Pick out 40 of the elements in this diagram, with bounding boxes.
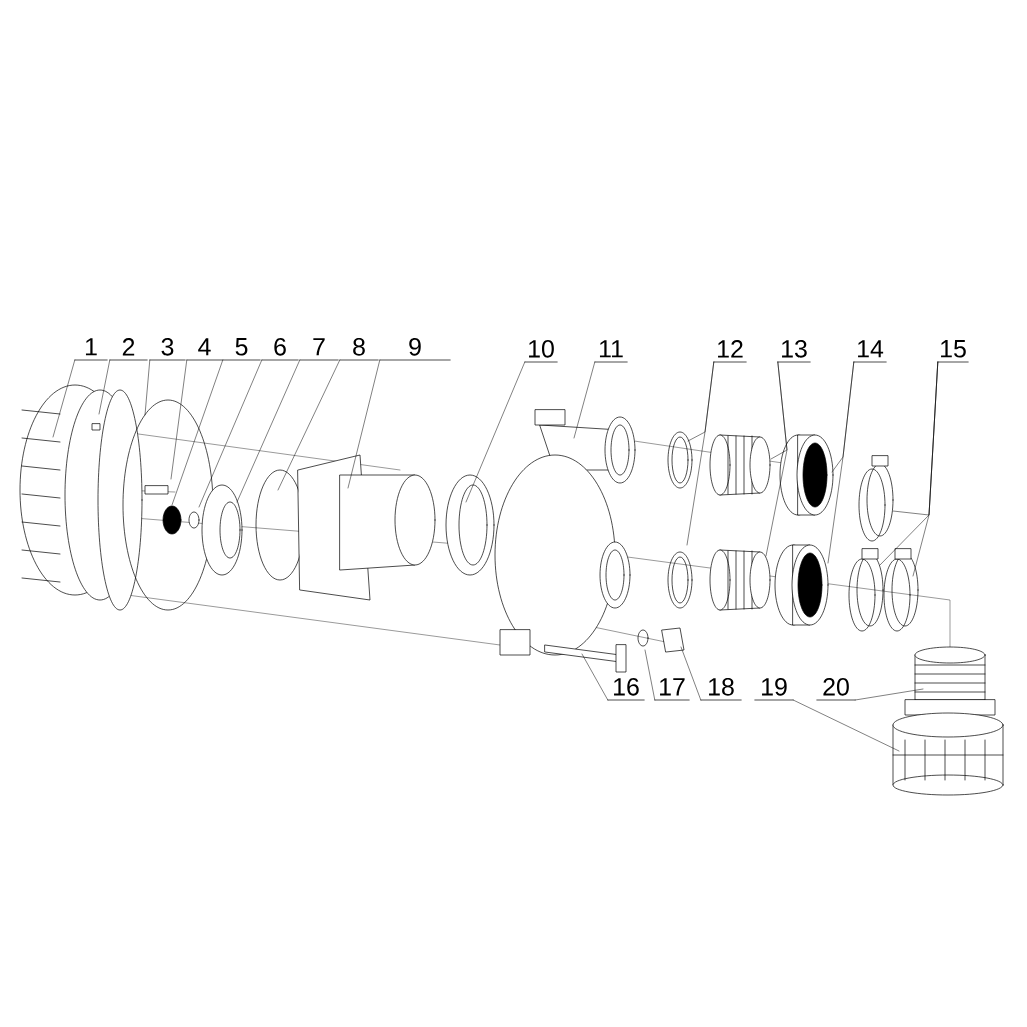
callout-number: 18 <box>700 678 742 701</box>
leader-line <box>581 653 609 701</box>
callout-number: 4 <box>186 338 223 361</box>
callout-number: 11 <box>594 340 628 363</box>
callout-number: 14 <box>853 340 887 363</box>
leader-line <box>198 359 263 508</box>
leader-line <box>573 361 596 439</box>
callout-number: 10 <box>524 340 558 363</box>
callout-number: 19 <box>754 678 794 701</box>
callout-number: 20 <box>816 678 856 701</box>
leader-line <box>854 688 924 701</box>
callout-number: 9 <box>379 338 451 361</box>
leader-line <box>686 361 715 546</box>
leader-line <box>912 361 939 577</box>
callout-number: 12 <box>713 340 747 363</box>
leader-line <box>347 359 381 489</box>
callout-number: 5 <box>222 338 261 361</box>
leader-line <box>170 359 188 480</box>
leader-line <box>171 359 224 506</box>
callout-number: 15 <box>937 340 969 363</box>
callout-number: 2 <box>109 338 148 361</box>
leader-line <box>644 649 656 701</box>
callout-number: 13 <box>777 340 811 363</box>
leader-line <box>277 359 341 491</box>
leader-line <box>465 361 526 503</box>
leader-line <box>236 359 301 503</box>
callout-number: 7 <box>299 338 339 361</box>
leader-line <box>52 359 76 438</box>
callout-number: 1 <box>74 338 108 361</box>
callout-number: 17 <box>654 678 690 701</box>
callout-number: 8 <box>339 338 379 361</box>
callout-number: 16 <box>607 678 645 701</box>
leader-line <box>144 359 151 416</box>
leader-line <box>827 361 855 564</box>
callout-number: 6 <box>261 338 299 361</box>
leader-line <box>765 361 788 557</box>
leader-line <box>680 646 702 701</box>
leader-line <box>792 699 900 752</box>
callout-number: 3 <box>149 338 186 361</box>
leader-line <box>98 359 111 415</box>
